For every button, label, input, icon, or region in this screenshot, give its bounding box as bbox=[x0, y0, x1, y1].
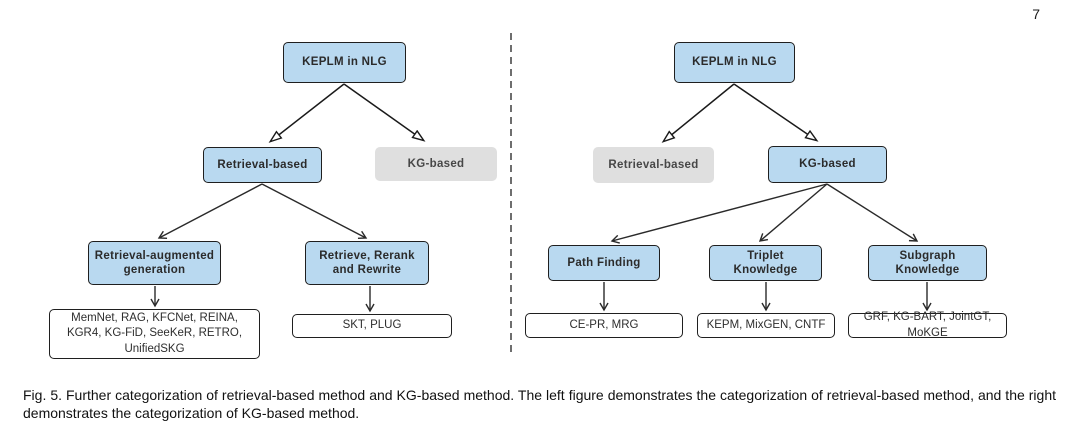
figure-5-diagram: KEPLM in NLG Retrieval-based KG-based Re… bbox=[49, 33, 1007, 359]
arrow-left-root-to-retrieval bbox=[271, 83, 345, 141]
arrow-right-root-to-kg bbox=[733, 83, 816, 140]
page-number: 7 bbox=[1032, 6, 1040, 22]
right-node-triplet-knowledge: Triplet Knowledge bbox=[709, 245, 822, 281]
left-node-retrieval-augmented-generation: Retrieval-augmented generation bbox=[88, 241, 221, 285]
connector-lines bbox=[150, 33, 932, 357]
right-leaf-grf-kgbart-jointgt-mokge: GRF, KG-BART, JointGT, MoKGE bbox=[848, 311, 1007, 339]
arrow-retrieval-to-rerank bbox=[261, 183, 368, 240]
right-root-node-keplm-in-nlg: KEPLM in NLG bbox=[674, 42, 795, 83]
arrow-retrieval-to-rag bbox=[157, 183, 263, 239]
right-node-kg-based-active: KG-based bbox=[768, 146, 887, 183]
arrow-right-root-to-retrieval bbox=[664, 83, 735, 141]
arrow-kg-to-subgraph bbox=[826, 183, 919, 242]
arrow-left-root-to-kg bbox=[343, 83, 423, 140]
arrow-kg-to-pathfinding bbox=[610, 183, 828, 244]
left-root-node-keplm-in-nlg: KEPLM in NLG bbox=[283, 42, 406, 83]
right-leaf-cepr-mrg: CE-PR, MRG bbox=[525, 313, 683, 338]
right-leaf-kepm-mixgen-cntf: KEPM, MixGEN, CNTF bbox=[697, 313, 835, 338]
left-node-retrieve-rerank-rewrite: Retrieve, Rerank and Rewrite bbox=[305, 241, 429, 285]
right-node-retrieval-based-inactive: Retrieval-based bbox=[593, 147, 714, 183]
left-node-retrieval-based-active: Retrieval-based bbox=[203, 147, 322, 183]
right-node-subgraph-knowledge: Subgraph Knowledge bbox=[868, 245, 987, 281]
right-node-path-finding: Path Finding bbox=[548, 245, 660, 281]
arrow-kg-to-triplet bbox=[758, 183, 828, 242]
left-leaf-retrieval-methods: MemNet, RAG, KFCNet, REINA, KGR4, KG-FiD… bbox=[49, 309, 260, 359]
figure-caption: Fig. 5. Further categorization of retrie… bbox=[23, 387, 1056, 421]
left-leaf-skt-plug: SKT, PLUG bbox=[292, 314, 452, 338]
left-node-kg-based-inactive: KG-based bbox=[375, 147, 497, 181]
